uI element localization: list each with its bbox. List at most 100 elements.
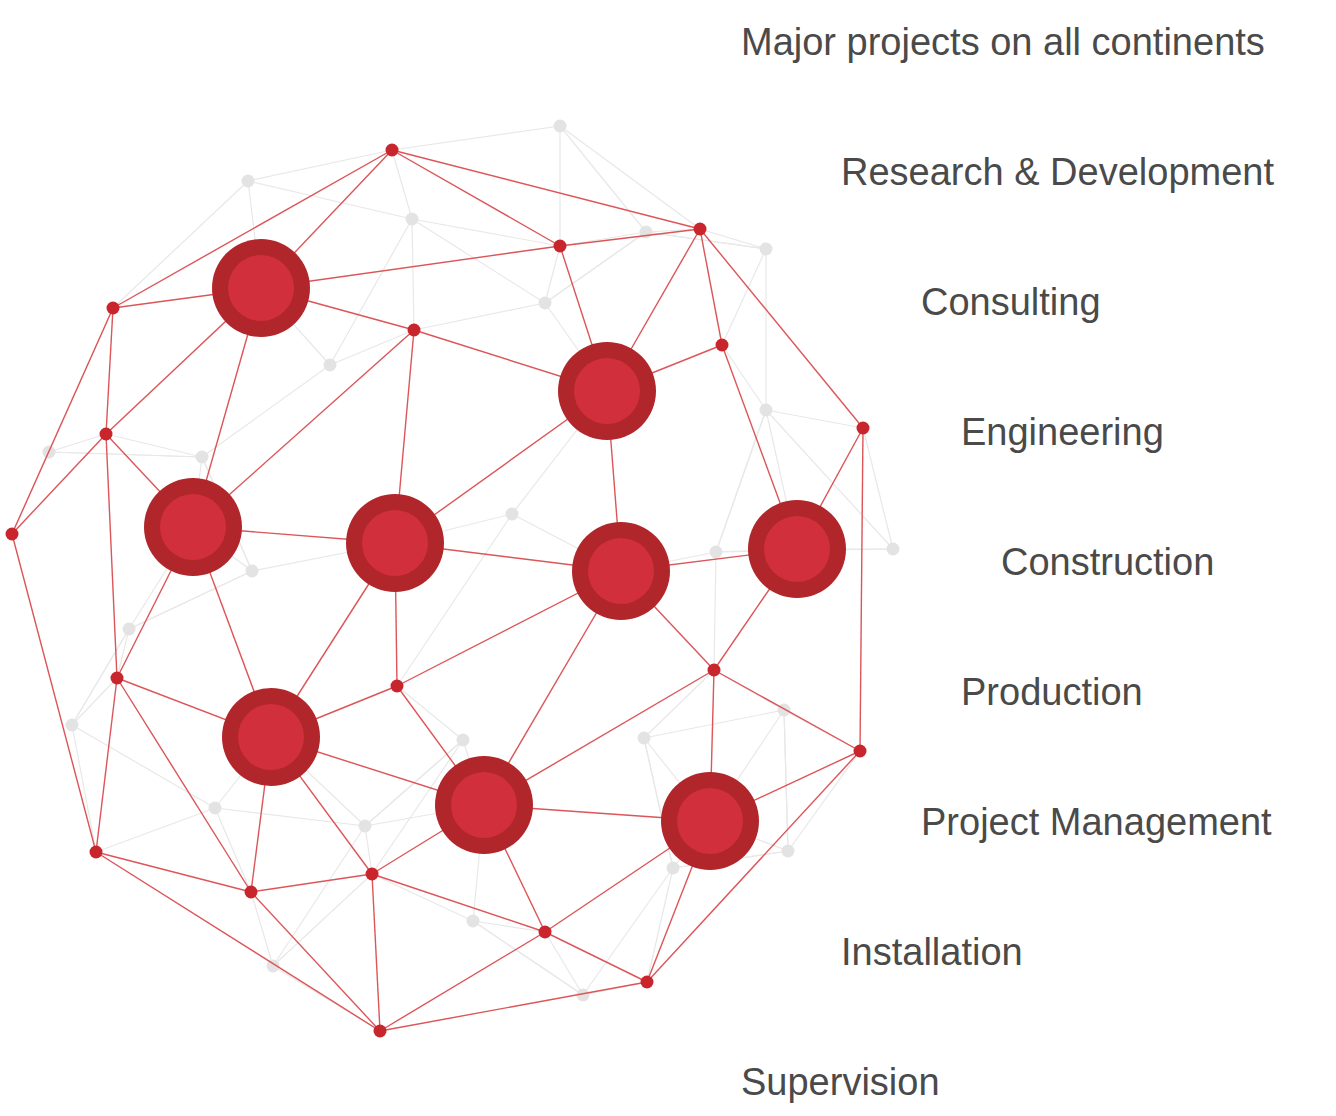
service-label: Construction <box>1001 543 1214 581</box>
network-link <box>380 982 647 1031</box>
background-link <box>330 330 414 365</box>
network-link <box>860 428 863 751</box>
hub-inner <box>160 494 226 560</box>
background-link <box>545 232 646 303</box>
hub-inner <box>238 704 304 770</box>
network-link <box>560 229 700 246</box>
hub-outer <box>572 522 670 620</box>
service-label: Supervision <box>741 1063 940 1101</box>
network-dot <box>111 672 124 685</box>
service-label: Project Management <box>921 803 1272 841</box>
background-dot <box>123 623 136 636</box>
hub-outer <box>558 342 656 440</box>
background-link <box>72 629 129 725</box>
network-link <box>106 434 117 678</box>
background-link <box>72 725 215 808</box>
network-dot <box>386 144 399 157</box>
background-dot <box>406 213 419 226</box>
background-link <box>583 868 673 995</box>
hub-outer <box>661 772 759 870</box>
network-link <box>251 874 372 892</box>
background-link <box>248 150 392 181</box>
network-dot <box>408 324 421 337</box>
background-link <box>473 921 545 932</box>
background-dot <box>710 546 723 559</box>
background-dot <box>760 404 773 417</box>
network-link <box>96 852 380 1031</box>
network-link <box>392 150 560 246</box>
hub-inner <box>451 772 517 838</box>
background-link <box>215 808 365 826</box>
background-dot <box>667 862 680 875</box>
hub-inner <box>677 788 743 854</box>
hub-outer <box>435 756 533 854</box>
network-dot <box>90 846 103 859</box>
hub-outer <box>346 494 444 592</box>
network-dot <box>539 926 552 939</box>
network-dot <box>857 422 870 435</box>
background-dot <box>196 451 209 464</box>
network-dot <box>708 664 721 677</box>
service-label: Engineering <box>961 413 1164 451</box>
network-dot <box>366 868 379 881</box>
background-link <box>545 232 646 303</box>
network-link <box>12 308 113 534</box>
service-label: Production <box>961 673 1143 711</box>
background-link <box>129 571 252 629</box>
hub-circle <box>222 688 320 786</box>
network-dot <box>854 745 867 758</box>
background-link <box>788 751 860 851</box>
network-link <box>372 874 545 932</box>
background-link <box>644 670 714 738</box>
network-dot <box>6 528 19 541</box>
service-label: Major projects on all continents <box>741 23 1265 61</box>
network-dot <box>107 302 120 315</box>
background-dot <box>242 175 255 188</box>
background-dot <box>66 719 79 732</box>
background-dot <box>467 915 480 928</box>
service-label: Installation <box>841 933 1023 971</box>
background-link <box>646 232 766 249</box>
background-link <box>248 181 412 219</box>
background-link <box>215 808 251 892</box>
network-link <box>647 751 860 982</box>
network-link <box>372 874 380 1031</box>
background-dot <box>782 845 795 858</box>
hub-circle <box>435 756 533 854</box>
background-link <box>117 629 129 678</box>
background-link <box>202 365 330 457</box>
hub-circle <box>748 500 846 598</box>
hub-circle <box>346 494 444 592</box>
network-dot <box>694 223 707 236</box>
background-dot <box>638 732 651 745</box>
background-dot <box>554 120 567 133</box>
background-link <box>412 219 545 303</box>
hub-circle <box>661 772 759 870</box>
background-dot <box>457 734 470 747</box>
network-link <box>96 678 117 852</box>
network-dot <box>245 886 258 899</box>
background-link <box>72 725 96 852</box>
background-link <box>473 921 583 995</box>
background-link <box>392 126 560 150</box>
hub-outer <box>144 478 242 576</box>
hub-inner <box>228 255 294 321</box>
background-link <box>273 874 372 966</box>
hub-inner <box>574 358 640 424</box>
background-link <box>106 434 202 457</box>
background-link <box>700 229 766 249</box>
network-dot <box>391 680 404 693</box>
background-link <box>372 874 473 921</box>
background-dot <box>778 704 791 717</box>
background-link <box>560 126 646 232</box>
background-dot <box>539 297 552 310</box>
hub-inner <box>588 538 654 604</box>
background-dot <box>359 820 372 833</box>
network-dot <box>641 976 654 989</box>
background-link <box>644 710 784 738</box>
hub-circle <box>558 342 656 440</box>
background-dot <box>324 359 337 372</box>
background-link <box>412 219 414 330</box>
background-link <box>72 678 117 725</box>
network-link <box>106 308 113 434</box>
